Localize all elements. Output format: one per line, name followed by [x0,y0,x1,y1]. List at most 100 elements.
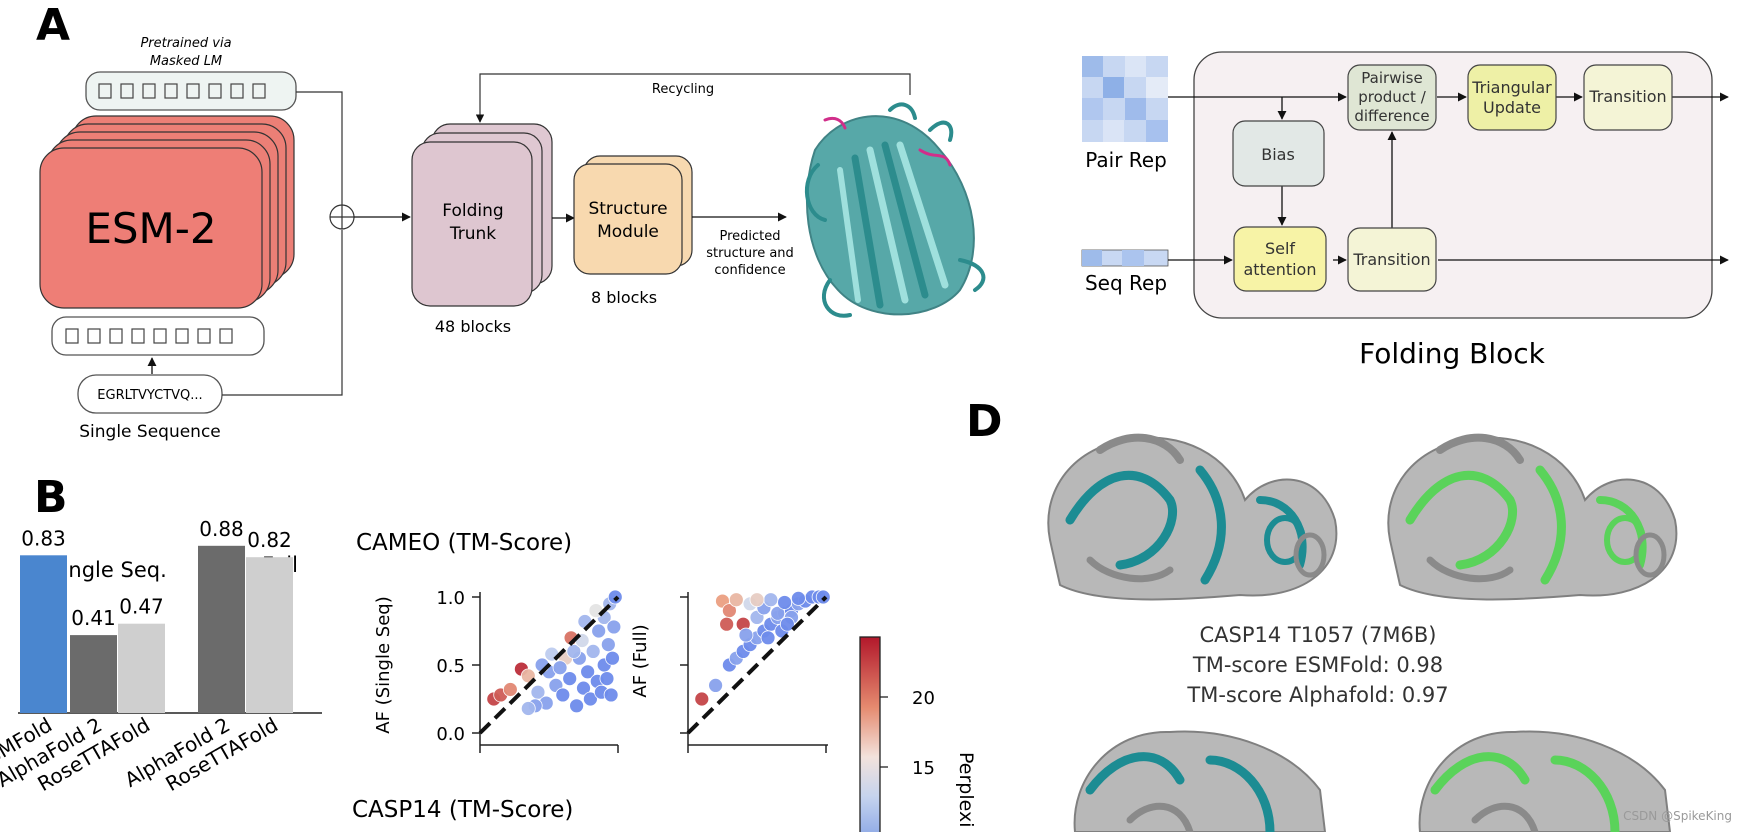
pretrained-label-line1: Pretrained via [140,36,231,51]
scatter-point-28 [791,590,806,606]
sequence-input-pill [77,374,223,414]
structure-module-label-1: Structure [588,199,667,219]
pairwise-label-3: difference [1354,107,1429,125]
esm2-label: ESM-2 [85,204,216,253]
pair-rep-label: Pair Rep [1085,148,1167,172]
sequence-text: EGRLTVYCTVQ... [97,388,202,403]
embedding-output-box [85,71,297,111]
scatter-point-25 [605,650,620,666]
self-attention-label-1: Self [1265,239,1295,258]
scatter-point-31 [738,627,754,643]
scatter-point-37 [520,701,536,716]
pairwise-label-1: Pairwise [1361,69,1422,87]
scatter-point-19 [728,592,744,608]
bias-label: Bias [1261,145,1295,164]
scatter-point-29 [719,616,735,632]
colorbar [859,636,881,836]
scatter-point-22 [600,637,616,652]
cameo-title: CAMEO (TM-Score) [356,530,572,556]
protein-overlay-esmfold-top [1047,433,1338,601]
scatter-point-21 [599,671,615,686]
predicted-structure-image [804,102,986,318]
self-attention-box [1233,226,1327,292]
transition-lower-box [1347,227,1437,292]
triangular-label-2: Update [1483,98,1541,117]
watermark: CSDN @SpikeKing [1623,809,1732,823]
scatter-left-axes [472,592,619,753]
scatter-point-25 [770,605,786,621]
scatter-point-26 [606,619,622,635]
embedding-input-box [51,316,265,356]
scatter-point-2 [502,682,518,697]
folding-block-title: Folding Block [1359,337,1546,370]
pretrained-label-line2: Masked LM [150,54,222,69]
scatter-point-17 [591,623,607,639]
colorbar-tick-15: 15 [912,758,935,779]
structure-module-blocks: 8 blocks [591,288,657,307]
folding-trunk-blocks: 48 blocks [435,317,511,336]
scatter-point-30 [749,592,765,608]
bar-value-label-3: 0.88 [199,517,244,541]
scatter-right-points [694,589,831,707]
scatter-left-diagonal [478,595,620,735]
seq-rep-bar [1081,249,1169,267]
scatter-point-24 [763,592,779,608]
pairwise-box [1347,64,1437,131]
structure-module-label-2: Module [597,222,659,242]
triangular-label-1: Triangular [1471,78,1552,97]
panel-d-caption-2: TM-score ESMFold: 0.98 [1192,653,1443,677]
colorbar-tick-20: 20 [912,688,935,709]
scatter-point-32 [760,630,776,646]
folding-trunk-block [411,123,553,307]
scatter-point-32 [552,660,568,676]
self-attention-label-2: attention [1244,260,1317,279]
bar-value-label-1: 0.41 [71,606,116,630]
scatter-left-ytick-1: 1.0 [436,588,465,609]
protein-overlay-alphafold-bottom [1418,730,1672,836]
panel-d-caption-3: TM-score Alphafold: 0.97 [1186,683,1448,707]
bar-0 [20,555,67,713]
output-label-2: structure and [706,246,794,261]
bar-1 [70,635,117,713]
scatter-point-10 [569,698,584,714]
bar-4 [246,557,293,713]
scatter-point-1 [708,678,723,693]
transition-upper-box [1583,64,1673,131]
scatter-point-9 [562,671,578,686]
scatter-left-ytick-05: 0.5 [436,656,465,677]
pair-rep-grid [1082,56,1168,142]
protein-overlay-esmfold-bottom [1073,730,1327,836]
bar-value-label-4: 0.82 [247,528,292,552]
folding-trunk-label-2: Trunk [449,224,496,244]
output-label-3: confidence [714,263,785,278]
pairwise-label-2: product / [1358,88,1426,106]
scatter-point-8 [555,687,571,703]
panel-d-caption-1: CASP14 T1057 (7M6B) [1200,623,1437,647]
protein-overlay-alphafold-top [1387,433,1678,601]
folding-trunk-label-1: Folding [442,201,503,221]
transition-upper-label: Transition [1588,87,1666,106]
seq-rep-label: Seq Rep [1085,271,1167,295]
transition-lower-label: Transition [1352,250,1430,269]
bar-2 [118,623,165,713]
scatter-left-points [486,589,623,716]
scatter-point-0 [694,691,710,707]
scatter-point-34 [779,616,795,632]
bias-box [1232,120,1325,187]
scatter-left-ylabel: AF (Single Seq) [373,596,394,733]
single-seq-header: Single Seq. [49,558,167,582]
scatter-right-diagonal [686,595,828,735]
panel-label-d: D [966,396,1003,447]
sequence-caption: Single Sequence [79,422,221,442]
sum-operator-icon [329,204,355,230]
colorbar-label: Perplexi [955,752,977,828]
bar-3 [198,545,245,713]
structure-module-block [573,155,693,275]
casp-title: CASP14 (TM-Score) [352,797,573,823]
recycling-label: Recycling [652,82,714,97]
scatter-point-13 [580,664,596,680]
bar-value-label-2: 0.47 [119,595,164,619]
